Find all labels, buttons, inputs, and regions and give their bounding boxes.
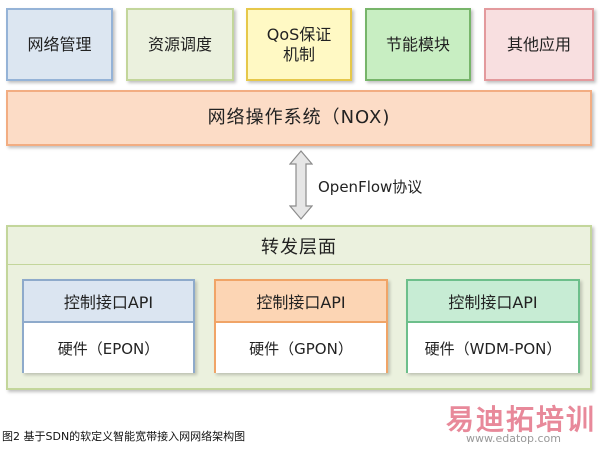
forwarding-layer: 转发层面 控制接口API 硬件（EPON） 控制接口API 硬件（GPON） 控… [6,225,592,390]
app-label: 其他应用 [506,34,571,54]
protocol-label: OpenFlow协议 [318,178,423,196]
app-network-management: 网络管理 [6,8,113,81]
hardware-label: 硬件（GPON） [216,323,386,373]
hardware-label: 硬件（EPON） [24,323,193,373]
watermark-url: www.edatop.com [466,432,561,445]
hardware-module-wdm-pon: 控制接口API 硬件（WDM-PON） [406,279,580,373]
app-label: 网络管理 [27,34,92,54]
control-api-label: 控制接口API [24,281,193,323]
figure-caption: 图2 基于SDN的软定义智能宽带接入网网络架构图 [2,430,246,443]
app-label: 资源调度 [147,34,212,54]
double-arrow-icon [288,150,314,220]
hardware-module-epon: 控制接口API 硬件（EPON） [22,279,195,373]
app-energy-saving: 节能模块 [365,8,471,81]
hardware-label: 硬件（WDM-PON） [408,323,578,373]
app-other: 其他应用 [484,8,594,81]
control-api-label: 控制接口API [408,281,578,323]
app-label: 节能模块 [385,34,450,54]
hardware-module-gpon: 控制接口API 硬件（GPON） [214,279,388,373]
watermark-text: 易迪拓培训 [446,403,597,436]
control-api-label: 控制接口API [216,281,386,323]
app-resource-scheduling: 资源调度 [126,8,234,81]
nox-layer: 网络操作系统（NOX) [6,90,592,146]
app-qos-mechanism: QoS保证 机制 [246,8,352,81]
forwarding-layer-title: 转发层面 [8,227,590,265]
app-label: QoS保证 机制 [266,24,332,64]
nox-label: 网络操作系统（NOX) [207,107,391,128]
